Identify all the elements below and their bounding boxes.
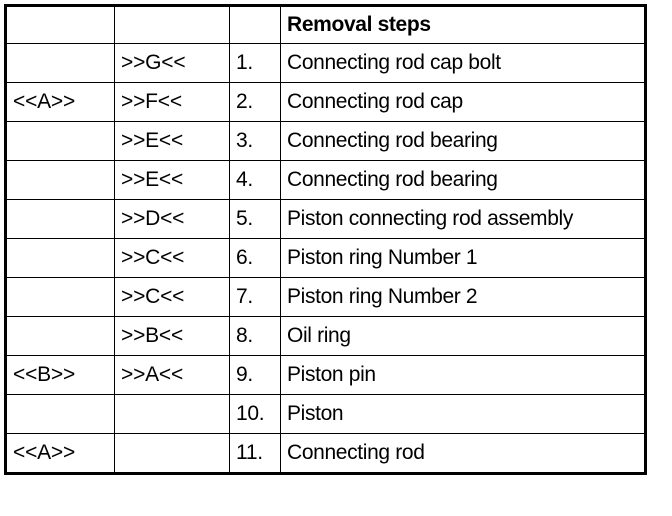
cell-step-description: Piston pin [280,355,646,395]
table-row: >>E<< 3. Connecting rod bearing [5,121,646,161]
cell-step-description: Connecting rod bearing [280,160,646,200]
cell-step-number: 5. [229,199,281,239]
removal-steps-table: Removal steps >>G<< 1. Connecting rod ca… [4,4,647,475]
cell-step-number: 2. [229,82,281,122]
cell-step-number: 7. [229,277,281,317]
cell-step-number: 8. [229,316,281,356]
cell-letter [114,433,230,474]
cell-step-description: Connecting rod cap bolt [280,43,646,83]
cell-group [5,199,115,239]
cell-step-description: Piston ring Number 2 [280,277,646,317]
column-header-group [5,5,115,44]
cell-step-description: Connecting rod cap [280,82,646,122]
cell-letter [114,394,230,434]
cell-step-description: Connecting rod bearing [280,121,646,161]
cell-letter: >>C<< [114,238,230,278]
table-row: >>G<< 1. Connecting rod cap bolt [5,43,646,83]
table-row: <<B>> >>A<< 9. Piston pin [5,355,646,395]
cell-group [5,394,115,434]
cell-letter: >>C<< [114,277,230,317]
cell-group [5,121,115,161]
cell-step-description: Oil ring [280,316,646,356]
table-header: Removal steps [5,5,646,44]
cell-group [5,316,115,356]
cell-letter: >>F<< [114,82,230,122]
cell-step-number: 11. [229,433,281,474]
cell-step-number: 4. [229,160,281,200]
cell-step-description: Piston connecting rod assembly [280,199,646,239]
column-header-removal-steps: Removal steps [280,5,646,44]
cell-group [5,238,115,278]
table-row: <<A>> >>F<< 2. Connecting rod cap [5,82,646,122]
cell-letter: >>A<< [114,355,230,395]
cell-step-number: 9. [229,355,281,395]
table-row: >>E<< 4. Connecting rod bearing [5,160,646,200]
cell-step-number: 6. [229,238,281,278]
table-row: <<A>> 11. Connecting rod [5,433,646,474]
cell-letter: >>D<< [114,199,230,239]
table-body: >>G<< 1. Connecting rod cap bolt <<A>> >… [5,43,646,474]
cell-step-number: 3. [229,121,281,161]
table-row: >>B<< 8. Oil ring [5,316,646,356]
table-row: >>C<< 6. Piston ring Number 1 [5,238,646,278]
table-header-row: Removal steps [5,5,646,44]
cell-step-description: Piston [280,394,646,434]
cell-step-number: 10. [229,394,281,434]
column-header-letter [114,5,230,44]
cell-group [5,277,115,317]
cell-step-description: Piston ring Number 1 [280,238,646,278]
cell-letter: >>E<< [114,121,230,161]
cell-group: <<A>> [5,82,115,122]
cell-group: <<A>> [5,433,115,474]
table-row: 10. Piston [5,394,646,434]
cell-step-description: Connecting rod [280,433,646,474]
cell-letter: >>B<< [114,316,230,356]
table-row: >>D<< 5. Piston connecting rod assembly [5,199,646,239]
cell-group [5,160,115,200]
table-row: >>C<< 7. Piston ring Number 2 [5,277,646,317]
cell-group: <<B>> [5,355,115,395]
cell-letter: >>E<< [114,160,230,200]
cell-step-number: 1. [229,43,281,83]
cell-letter: >>G<< [114,43,230,83]
cell-group [5,43,115,83]
column-header-number [229,5,281,44]
